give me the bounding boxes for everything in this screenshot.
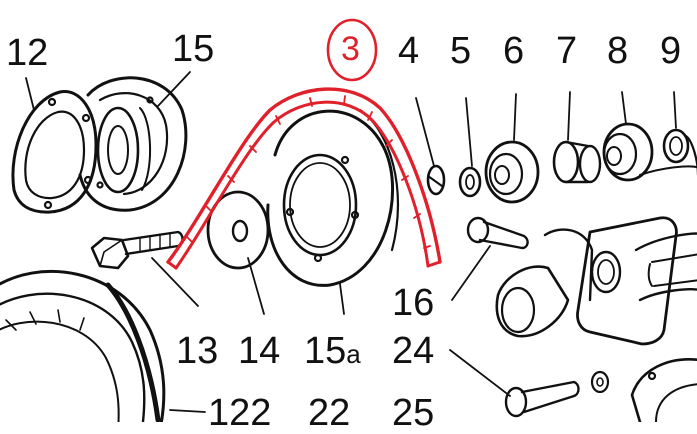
label-5: 5 (450, 30, 472, 72)
label-24: 24 (392, 330, 435, 372)
label-8: 8 (607, 30, 629, 72)
thermostat-housing (495, 216, 678, 346)
label-122: 122 (208, 392, 272, 434)
label-15a-suffix: a (346, 339, 361, 369)
ring-part-9 (662, 128, 690, 164)
flange-part-15 (78, 76, 188, 212)
label-16: 16 (392, 282, 435, 324)
bolt-part-16 (466, 216, 529, 250)
label-3: 3 (341, 30, 360, 68)
label-4: 4 (398, 30, 420, 72)
label-15: 15 (172, 28, 215, 70)
bearing-part-8 (602, 122, 654, 182)
label-9: 9 (660, 30, 682, 72)
label-13: 13 (176, 330, 219, 372)
label-12: 12 (6, 32, 49, 74)
large-pulley-housing (0, 269, 166, 422)
exploded-parts-diagram (0, 18, 697, 422)
belt-part-3 (166, 87, 442, 270)
label-15a-number: 15 (304, 330, 347, 372)
sleeve-part-7 (552, 140, 602, 184)
label-14: 14 (238, 330, 281, 372)
pulley-part-15a (266, 108, 400, 287)
gasket-part-12 (11, 90, 98, 214)
bottom-right-housing (630, 358, 697, 422)
bearing-part-6 (484, 140, 540, 204)
label-25: 25 (392, 392, 435, 434)
label-15a: 15a (304, 332, 361, 370)
label-22: 22 (308, 392, 351, 434)
highlight-circle-3 (326, 18, 378, 82)
bolt-part-24 (504, 370, 610, 418)
small-parts-4-5 (426, 164, 482, 198)
label-7: 7 (556, 30, 578, 72)
label-6: 6 (503, 30, 525, 72)
leader-lines (25, 71, 677, 413)
